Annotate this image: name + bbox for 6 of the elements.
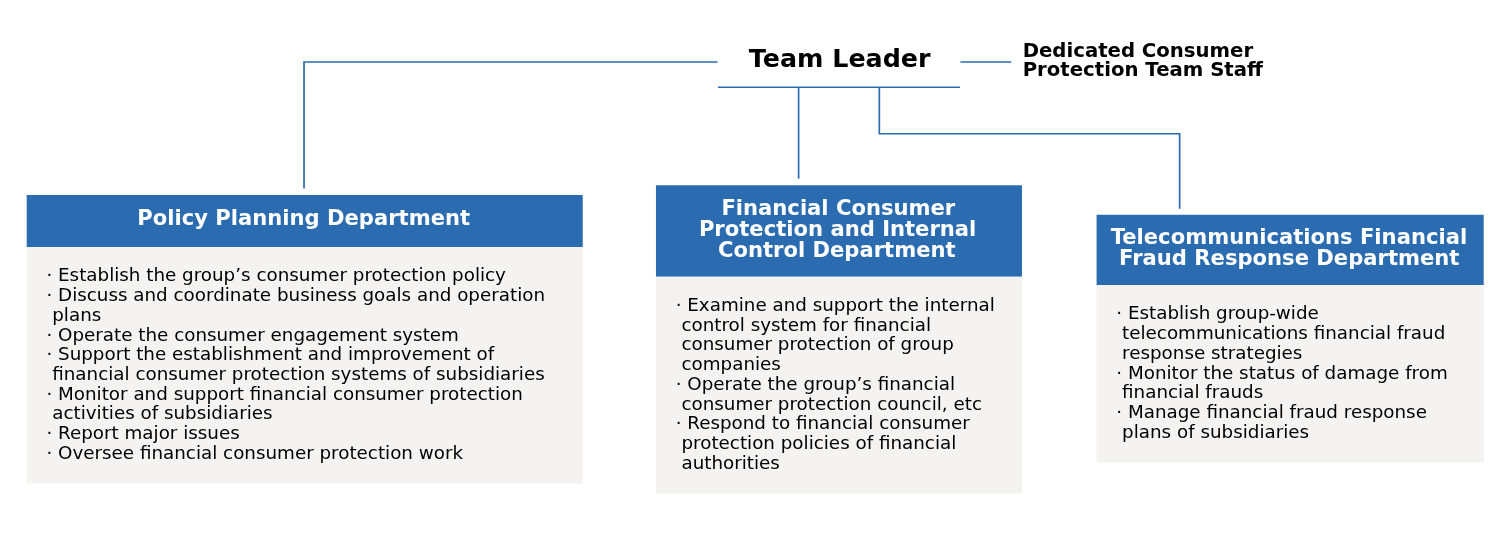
node-text: Team Leader bbox=[748, 42, 931, 73]
connector bbox=[878, 86, 1181, 210]
connector bbox=[303, 61, 719, 190]
connector bbox=[797, 86, 800, 180]
node-text: Dedicated Consumer Protection Team Staff bbox=[1022, 38, 1263, 82]
connector bbox=[959, 61, 1013, 63]
